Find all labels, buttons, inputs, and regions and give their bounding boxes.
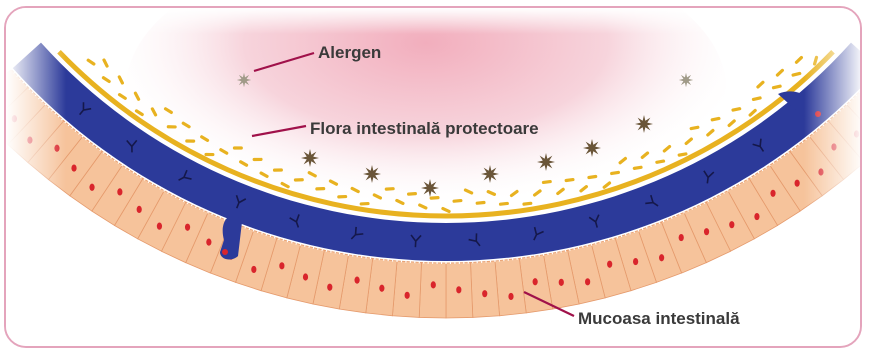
bacteria-icon [360,202,370,206]
allergen-particle-icon [421,179,439,197]
cell-nucleus [795,180,800,187]
allergen-particle-icon [679,73,693,87]
fade-right [804,8,862,348]
cell-nucleus [354,277,359,284]
bacteria-icon [337,195,347,199]
cell-nucleus [704,228,709,235]
allergen-particle-icon [237,73,251,87]
bacteria-icon [101,76,111,84]
allergen-particle-icon [481,165,499,183]
cell-nucleus [137,206,142,213]
bacteria-icon [233,146,243,149]
cell-nucleus [71,164,76,171]
cell-nucleus [303,273,308,280]
bacteria-icon [117,75,124,85]
bacteria-icon [727,119,737,128]
cell-nucleus [89,184,94,191]
label-mucosa: Mucoasa intestinală [578,309,740,328]
bacteria-icon [253,158,263,161]
cell-nucleus [185,224,190,231]
intestine-diagram: Alergen Flora intestinală protectoare Mu… [6,8,862,348]
cell-nucleus [729,221,734,228]
cell-nucleus [559,279,564,286]
cell-nucleus [679,234,684,241]
cell-nucleus [508,293,513,300]
bacteria-icon [731,107,741,112]
bacteria-icon [294,178,304,181]
bacteria-icon [102,58,109,68]
cell-nucleus [585,278,590,285]
cell-nucleus [251,266,256,273]
allergen-particle-icon [583,139,601,157]
bacteria-icon [772,84,782,89]
allergen-particle-icon [363,165,381,183]
allergen-particle-icon [635,115,653,133]
cell-nucleus [327,284,332,291]
bacteria-icon [315,187,325,191]
cell-nucleus [633,258,638,265]
cell-nucleus [379,285,384,292]
cell-nucleus [659,254,664,261]
cell-nucleus [770,190,775,197]
bacteria-icon [185,139,195,142]
diagram-frame: Alergen Flora intestinală protectoare Mu… [4,6,862,348]
cell-nucleus [607,261,612,268]
cell-nucleus [157,223,162,230]
fade-left [6,8,66,348]
epithelial-cell-icon [470,261,499,317]
bacteria-icon [273,168,283,171]
bacteria-icon [167,125,177,128]
cell-nucleus [754,213,759,220]
bacteria-icon [385,187,395,191]
label-allergen: Alergen [318,43,381,62]
bacteria-icon [791,72,801,77]
cell-nucleus [279,262,284,269]
cell-nucleus [456,286,461,293]
cell-nucleus [405,292,410,299]
cell-nucleus [533,278,538,285]
bacteria-icon [86,58,96,66]
bacteria-icon [752,96,762,101]
cell-nucleus [117,188,122,195]
epithelial-cell-icon [392,261,421,317]
allergen-particle-icon [301,149,319,167]
cell-nucleus [431,281,436,288]
bacteria-icon [775,68,784,77]
cell-nucleus [206,239,211,246]
label-flora: Flora intestinală protectoare [310,119,539,138]
bacteria-icon [794,55,803,64]
cell-nucleus [482,290,487,297]
epithelial-cell-icon [419,262,446,318]
goblet-nucleus-left [222,249,228,255]
allergen-particle-icon [537,153,555,171]
bacteria-icon [204,153,214,156]
bacteria-icon [117,92,127,100]
fade-top [6,8,862,34]
bacteria-icon [756,80,766,89]
